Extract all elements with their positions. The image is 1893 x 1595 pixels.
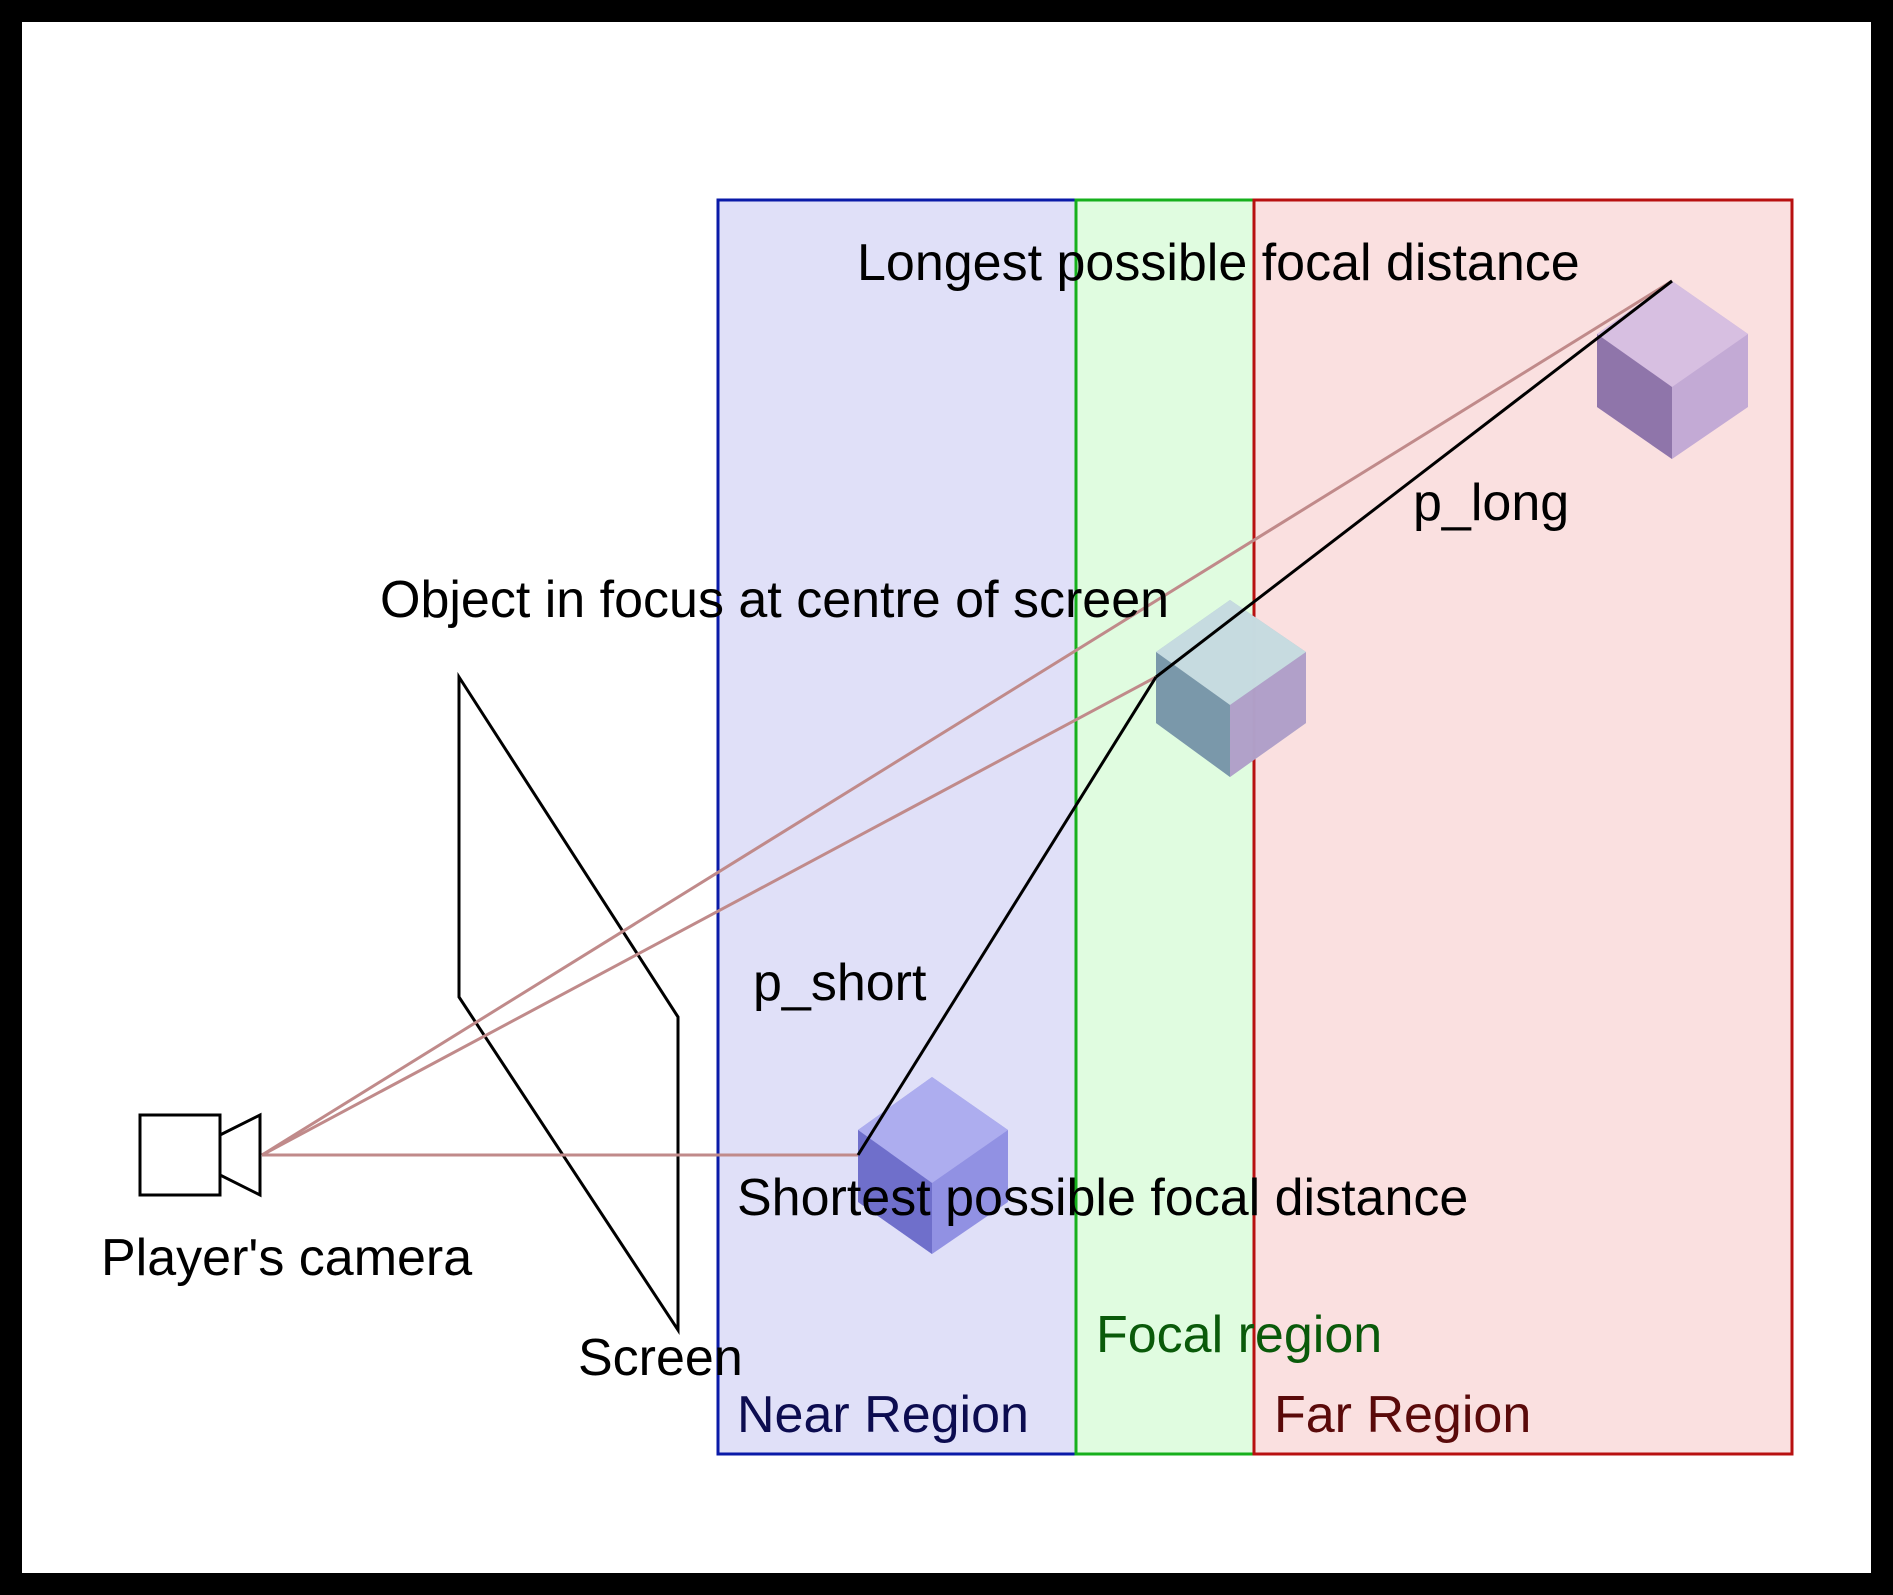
longest-focal-label: Longest possible focal distance xyxy=(857,234,1580,292)
screen-plane-icon xyxy=(457,671,680,1336)
near-region xyxy=(716,198,1078,1456)
near-cube xyxy=(858,1077,1008,1254)
far-region-label: Far Region xyxy=(1274,1386,1531,1444)
near-region-label: Near Region xyxy=(737,1386,1029,1444)
p-short-line xyxy=(856,676,1158,1156)
video-camera-icon xyxy=(138,1112,262,1198)
p-short-label: p_short xyxy=(753,954,927,1012)
camera-label: Player's camera xyxy=(101,1229,472,1287)
far-cube xyxy=(1597,281,1748,459)
ray-to-far-object xyxy=(261,279,1673,1157)
camera-rays xyxy=(261,279,1673,1157)
screen-label: Screen xyxy=(578,1329,743,1387)
p-long-label: p_long xyxy=(1413,474,1569,532)
focus-cube xyxy=(1156,600,1306,777)
focal-region-label: Focal region xyxy=(1096,1306,1382,1364)
p-long-line xyxy=(1155,279,1673,679)
shortest-focal-label: Shortest possible focal distance xyxy=(737,1169,1468,1227)
object-in-focus-label: Object in focus at centre of screen xyxy=(380,571,1169,629)
ray-to-focus-object xyxy=(261,675,1157,1157)
focal-region xyxy=(1074,198,1256,1456)
